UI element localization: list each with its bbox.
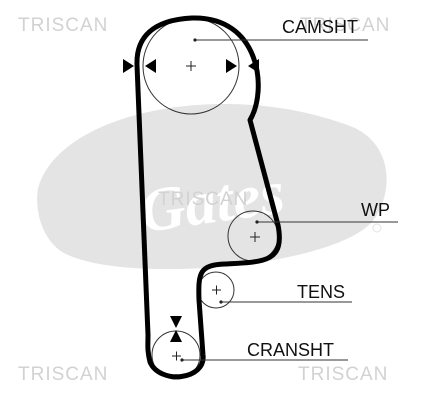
component-labels: CAMSHT WP TENS CRANSHT: [247, 17, 390, 360]
triscan-watermark-top-right: TRISCAN: [300, 15, 390, 36]
triangle-arrow-icon: [170, 316, 182, 342]
gates-logo-watermark: Gates: [37, 103, 387, 270]
label-tensioner: TENS: [297, 282, 345, 302]
label-camshaft: CAMSHT: [282, 17, 358, 37]
label-water-pump: WP: [361, 200, 390, 220]
timing-belt: [134, 15, 282, 380]
label-crankshaft: CRANSHT: [247, 340, 334, 360]
leader-lines: [183, 39, 398, 361]
triangle-arrow-icon: [123, 59, 156, 73]
triangle-arrow-icon: [226, 59, 259, 73]
plus-icon: [250, 232, 260, 242]
triscan-watermark-bottom-left: TRISCAN: [18, 364, 108, 385]
plus-icon: [186, 61, 196, 71]
triscan-watermarks: TRISCAN TRISCAN TRISCAN TRISCAN TRISCAN: [18, 15, 390, 385]
plus-icon: [172, 351, 181, 361]
pulley-centers: [172, 61, 260, 361]
triscan-watermark-bottom-right: TRISCAN: [298, 364, 388, 385]
plus-icon: [212, 285, 221, 295]
timing-marks: [123, 59, 259, 342]
leader-dots: [180, 38, 259, 362]
triscan-watermark-top-left: TRISCAN: [18, 15, 108, 36]
triscan-watermark-center: TRISCAN: [158, 189, 248, 210]
